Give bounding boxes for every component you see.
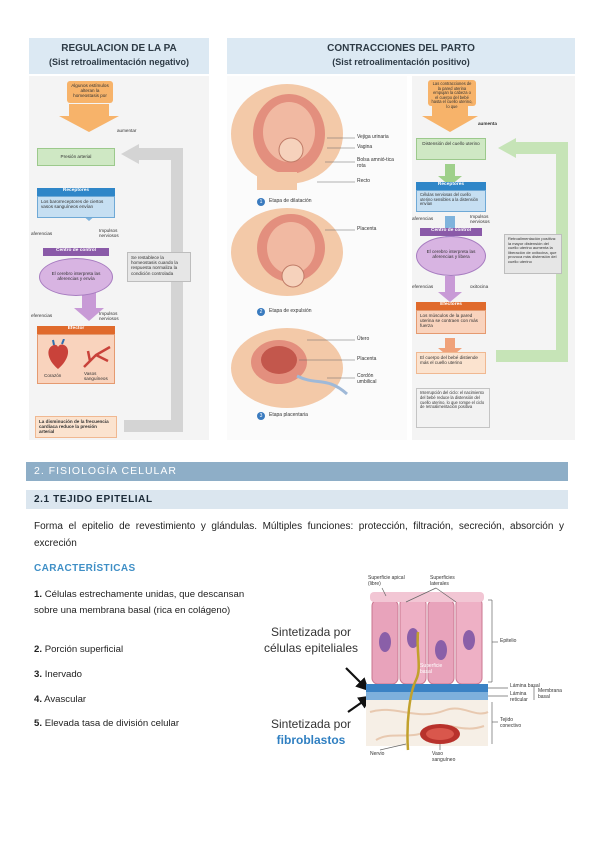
annotation-epithelial: Sintetizada por células epiteliales (255, 624, 367, 656)
left-receptors-body: Los barorreceptores de ciertos vasos san… (37, 196, 115, 218)
label-basal-surface: Superficie basal (420, 663, 443, 675)
label-uterus: Útero (357, 336, 370, 342)
label-nervio: Nervio (370, 751, 385, 757)
annotation-fibro-line1: Sintetizada por (270, 717, 352, 731)
stage-3-num: 3 (257, 412, 265, 420)
stage-1-num: 1 (257, 198, 265, 206)
label-epitelio: Epitelio (500, 638, 517, 644)
list-item-4: 4. Avascular (34, 692, 248, 708)
label-placenta-1: Placenta (357, 226, 377, 232)
list-item-4-num: 4. (34, 694, 43, 705)
list-item-1: 1. Células estrechamente unidas, que des… (34, 587, 248, 619)
label-membrana-basal: Membrana basal (538, 688, 562, 700)
heart-icon (48, 339, 69, 369)
section-title-bar: 2. FISIOLOGÍA CELULAR (26, 462, 568, 481)
annotation-epithelial-line1: Sintetizada por (270, 625, 352, 639)
heart-label: Corazón (44, 373, 62, 378)
label-umbilical-cord: Cordón umbilical (357, 373, 377, 385)
list-item-4-text: Avascular (44, 694, 87, 705)
annotation-epithelial-line2: células epiteliales (263, 641, 359, 655)
right-control-body: El cerebro interpreta las aferencias y l… (416, 236, 486, 276)
left-stimulus: Algunos estímulos alteran la homeostasis… (67, 81, 113, 103)
left-panel-title: REGULACION DE LA PA (Sist retroalimentac… (29, 38, 209, 74)
label-vagina: Vagina (357, 144, 373, 150)
list-item-5-text: Elevada tasa de división celular (44, 718, 180, 729)
label-rectum: Recto (357, 178, 371, 184)
right-control-head: Centro de control (420, 228, 482, 236)
epithelium-illustration (366, 587, 535, 751)
epithelial-paragraph: Forma el epitelio de revestimiento y glá… (34, 521, 564, 549)
list-item-2-text: Porción superficial (44, 644, 124, 655)
right-oxytocin: oxitocina (470, 284, 489, 289)
right-receptors-head: Receptores (416, 182, 486, 190)
annotation-fibro-line2: fibroblastos (276, 733, 346, 747)
left-panel-title-line2: (Sist retroalimentación negativo) (48, 57, 190, 67)
label-lamina-basal: Lámina basal (510, 683, 540, 689)
childbirth-stages-illustration (231, 84, 355, 408)
label-vaso-sanguineo: Vaso sanguíneo (432, 751, 456, 763)
left-control-head: Centro de control (43, 248, 109, 256)
left-stimulus-change: aumentar (117, 128, 137, 133)
list-item-3: 3. Inervado (34, 667, 248, 683)
stage-2-label: Etapa de expulsión (269, 308, 312, 314)
right-variable: Distensión del cuello uterino (416, 138, 486, 160)
left-variable: Presión arterial (37, 148, 115, 166)
right-interruption: Interrupción del ciclo: el nacimiento de… (416, 388, 490, 428)
list-item-1-text: Células estrechamente unidas, que descan… (34, 589, 245, 616)
list-item-3-num: 3. (34, 669, 43, 680)
right-stimulus-change: aumenta (478, 121, 497, 126)
left-response: La disminución de la frecuencia cardíaca… (35, 416, 117, 438)
right-panel-title: CONTRACCIONES DEL PARTO (Sist retroalime… (227, 38, 575, 74)
list-item-2-num: 2. (34, 644, 43, 655)
stage-3-label: Etapa placentaria (269, 412, 308, 418)
list-item-1-num: 1. (34, 589, 43, 600)
blood-vessels-icon (83, 345, 111, 368)
left-nerve-impulses-2: Impulsos nerviosos (99, 311, 119, 322)
left-afferent: aferencias (31, 231, 53, 236)
label-bladder: Vejiga urinaria (357, 134, 389, 140)
left-feedback-note: Se restablece la homeostasis cuando la r… (127, 252, 191, 282)
label-placenta-2: Placenta (357, 356, 377, 362)
subsection-title-bar: 2.1 TEJIDO EPITELIAL (26, 490, 568, 509)
left-efferent: eferencias (31, 313, 53, 318)
left-effector-head: Efector (37, 326, 115, 334)
left-nerve-impulses-1: Impulsos nerviosos (99, 228, 119, 239)
list-item-5-num: 5. (34, 718, 43, 729)
stage-2-num: 2 (257, 308, 265, 316)
right-effector-head: Efectores (416, 302, 486, 310)
right-efferent: eferencias (412, 284, 434, 289)
right-stimulus: Las contracciones de la pared uterina em… (428, 80, 476, 109)
childbirth-figure: Vejiga urinaria Vagina Bolsa amnió-tica … (227, 76, 407, 440)
left-receptors-head: Receptores (37, 188, 115, 196)
right-nerve-impulses-1: Impulsos nerviosos (470, 214, 490, 225)
label-apical-surface: Superficie apical (libre) (368, 575, 405, 587)
left-effector-body: Corazón Vasos sanguíneos (37, 334, 115, 384)
right-receptors-body: Células nerviosas del cuello uterino sen… (416, 190, 486, 212)
left-control-body: El cerebro interpreta las aferencias y e… (39, 258, 113, 296)
right-feedback-note: Retroalimentación positiva: la mayor dis… (504, 234, 562, 274)
right-panel-title-line2: (Sist retroalimentación positivo) (332, 57, 470, 67)
list-item-5: 5. Elevada tasa de división celular (34, 716, 248, 732)
list-item-3-text: Inervado (44, 669, 83, 680)
label-amniotic-sac: Bolsa amnió-tica rota (357, 157, 394, 169)
annotation-fibroblasts: Sintetizada por fibroblastos (255, 716, 367, 748)
right-panel-title-line1: CONTRACCIONES DEL PARTO (327, 43, 475, 54)
left-diagram: Algunos estímulos alteran la homeostasis… (29, 76, 209, 440)
right-diagram: Las contracciones de la pared uterina em… (412, 76, 575, 440)
right-effector-body: Los músculos de la pared uterina se cont… (416, 310, 486, 334)
epithelium-figure: Superficie apical (libre) Superficies la… (366, 572, 566, 763)
label-tejido-conectivo: Tejido conectivo (500, 717, 522, 729)
label-lamina-reticular: Lámina reticular (510, 691, 528, 703)
right-afferent: aferencias (412, 216, 434, 221)
list-item-2: 2. Porción superficial (34, 642, 248, 658)
right-response: El cuerpo del bebé distiende más el cuel… (416, 352, 486, 374)
vessels-label: Vasos sanguíneos (84, 371, 108, 382)
stage-1-label: Etapa de dilatación (269, 198, 312, 204)
characteristics-title: CARACTERÍSTICAS (34, 563, 136, 574)
left-panel-title-line1: REGULACION DE LA PA (61, 43, 177, 54)
label-lateral-surfaces: Superficies laterales (430, 575, 455, 587)
